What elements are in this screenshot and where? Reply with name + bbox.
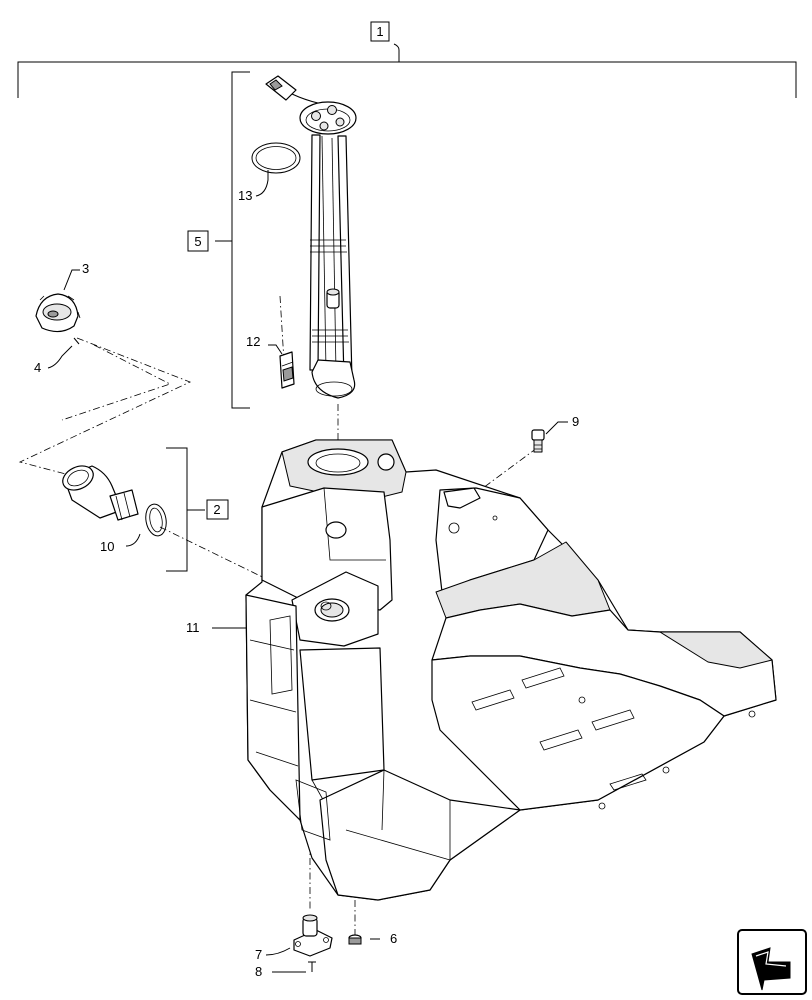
callout-box-5[interactable]: 5	[187, 230, 209, 252]
callout-13: 13	[238, 188, 252, 203]
fuel-cap[interactable]	[35, 293, 81, 333]
filter-element[interactable]	[279, 351, 295, 389]
callout-6: 6	[390, 931, 397, 946]
drain-screw[interactable]	[308, 961, 316, 972]
drain-valve[interactable]	[293, 914, 333, 957]
callout-11: 11	[186, 620, 200, 635]
callout-5-label: 5	[194, 234, 201, 249]
callout-2-label: 2	[213, 502, 220, 517]
callout-7: 7	[255, 947, 262, 962]
cap-pin[interactable]	[73, 337, 80, 345]
sender-seal-ring[interactable]	[251, 142, 301, 174]
filler-neck[interactable]	[59, 461, 139, 521]
neck-clamp-ring[interactable]	[143, 503, 168, 538]
return-arrow-icon[interactable]	[737, 929, 807, 995]
callout-3: 3	[82, 261, 89, 276]
leader-lines	[47, 170, 568, 973]
fuel-sender-unit[interactable]	[265, 75, 357, 399]
assembly-bracket	[17, 43, 797, 98]
callout-9: 9	[572, 414, 579, 429]
callout-4: 4	[34, 360, 41, 375]
filler-neck-bracket	[166, 447, 205, 572]
callout-10: 10	[100, 539, 114, 554]
vent-fitting[interactable]	[531, 429, 545, 453]
callout-numbers: 3 4 13 12 10 9 11 6 7 8	[34, 188, 579, 979]
callout-box-2[interactable]: 2	[206, 499, 229, 520]
callout-box-1[interactable]: 1	[370, 21, 390, 42]
sender-group-bracket	[215, 71, 250, 409]
tank-plug[interactable]	[348, 934, 362, 945]
callout-8: 8	[255, 964, 262, 979]
callout-12: 12	[246, 334, 260, 349]
callout-1-label: 1	[376, 24, 383, 39]
fuel-tank[interactable]	[245, 439, 777, 901]
